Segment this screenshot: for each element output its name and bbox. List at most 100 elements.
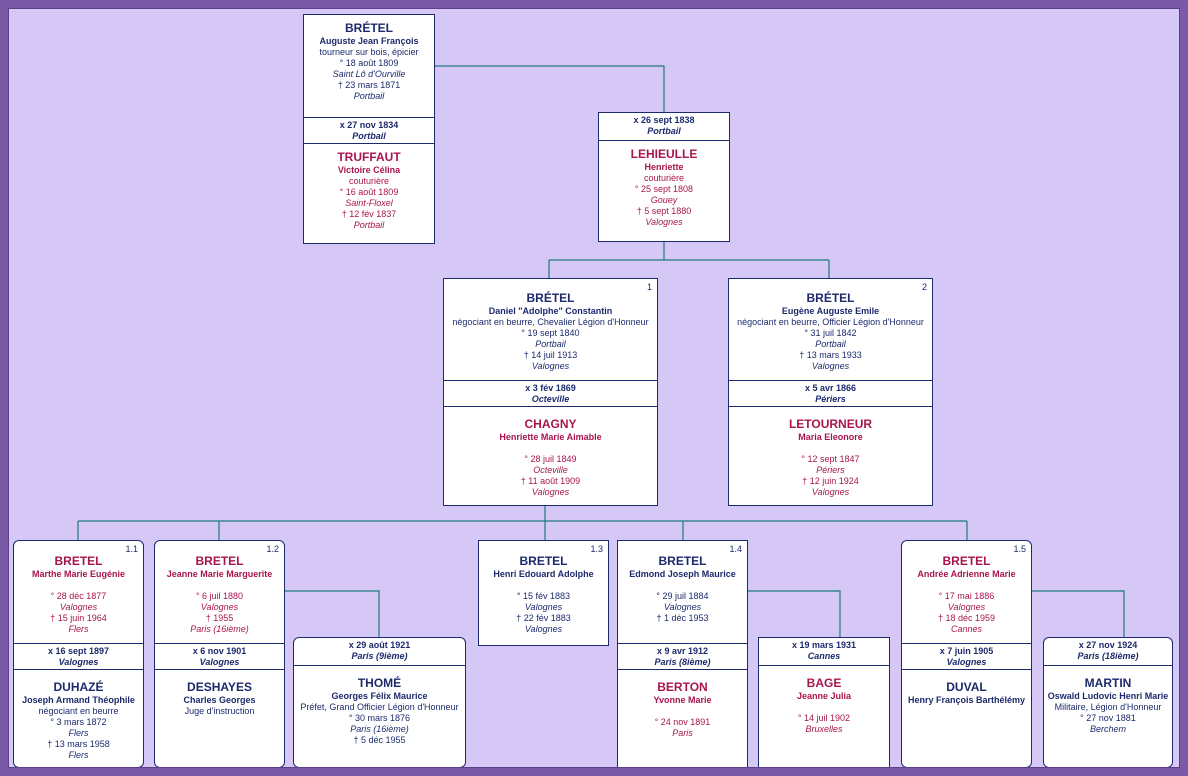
person-card-daniel-bretel[interactable]: 1 BRÉTEL Daniel "Adolphe" Constantin nég… — [443, 278, 658, 506]
surname: THOMÉ — [357, 676, 402, 690]
surname: BRETEL — [658, 554, 707, 568]
person-card-marthe-bretel[interactable]: 1.1 BRETEL Marthe Marie Eugénie ° 28 déc… — [13, 540, 144, 767]
given-names: Henri Edouard Adolphe — [493, 569, 594, 579]
marriage-info: x 19 mars 1931 Cannes — [759, 638, 889, 666]
person-card-bage[interactable]: x 19 mars 1931 Cannes BAGE Jeanne Julia … — [758, 637, 890, 767]
spouse-surname: TRUFFAUT — [337, 150, 401, 164]
death-date: † 5 sept 1880 — [636, 206, 692, 216]
generation-number: 1.3 — [590, 544, 603, 554]
marriage-info: x 29 août 1921 Paris (9ième) — [294, 638, 465, 666]
spouse-birth-date: ° 3 mars 1872 — [50, 717, 107, 727]
spouse-surname: CHAGNY — [524, 417, 577, 431]
surname: BRÉTEL — [806, 291, 855, 305]
spouse-birth-place: Octeville — [533, 465, 568, 475]
spouse-death-place: Flers — [68, 750, 89, 760]
birth-date: ° 30 mars 1876 — [348, 713, 411, 723]
marriage-date: x 26 sept 1838 — [633, 115, 695, 125]
surname: LEHIEULLE — [630, 147, 698, 161]
person-card-eugene-bretel[interactable]: 2 BRÉTEL Eugène Auguste Emile négociant … — [728, 278, 933, 506]
death-place: Flers — [68, 624, 89, 634]
death-date: † 1 déc 1953 — [656, 613, 709, 623]
death-place: Cannes — [950, 624, 983, 634]
person-card-andree-bretel[interactable]: 1.5 BRETEL Andrée Adrienne Marie ° 17 ma… — [901, 540, 1032, 767]
person-card-edmond-bretel[interactable]: 1.4 BRETEL Edmond Joseph Maurice ° 29 ju… — [617, 540, 748, 767]
surname: BRETEL — [519, 554, 568, 568]
birth-date: ° 15 fév 1883 — [516, 591, 571, 601]
given-names: Daniel "Adolphe" Constantin — [488, 306, 613, 316]
given-names: Oswald Ludovic Henri Marie — [1047, 691, 1169, 701]
birth-date: ° 31 juil 1842 — [804, 328, 857, 338]
death-place: Valognes — [811, 361, 850, 371]
death-place: Valognes — [645, 217, 683, 227]
marriage-date: x 27 nov 1924 — [1078, 640, 1138, 650]
birth-date: ° 14 juil 1902 — [797, 713, 851, 723]
marriage-info: x 27 nov 1834 Portbail — [304, 117, 434, 144]
spouse-surname: LETOURNEUR — [788, 417, 873, 431]
person-card-auguste-bretel[interactable]: BRÉTEL Auguste Jean François tourneur su… — [303, 14, 435, 244]
marriage-place: Octeville — [531, 394, 570, 404]
birth-date: ° 25 sept 1808 — [634, 184, 694, 194]
marriage-place: Portbail — [352, 131, 386, 141]
spouse-given-names: Henry François Barthélémy — [907, 695, 1026, 705]
spouse-birth-place: Périers — [816, 465, 845, 475]
birth-place: Gouey — [650, 195, 678, 205]
marriage-info: x 26 sept 1838 Portbail — [599, 113, 729, 141]
surname: MARTIN — [1084, 676, 1132, 690]
person-card-thome[interactable]: x 29 août 1921 Paris (9ième) THOMÉ Georg… — [293, 637, 466, 767]
marriage-info: x 16 sept 1897 Valognes — [14, 643, 143, 670]
spouse-birth-date: ° 24 nov 1891 — [654, 717, 711, 727]
marriage-info: x 6 nov 1901 Valognes — [155, 643, 284, 670]
occupation: négociant en beurre, Chevalier Légion d'… — [452, 317, 649, 327]
marriage-date: x 5 avr 1866 — [804, 383, 857, 393]
spouse-occupation: Juge d'instruction — [184, 706, 255, 716]
given-names: Jeanne Julia — [796, 691, 852, 701]
birth-place: Portbail — [815, 339, 846, 349]
birth-place: Saint Lô d'Ourville — [332, 69, 406, 79]
spouse-death-date: † 12 juin 1924 — [802, 476, 859, 486]
person-card-jeanne-bretel[interactable]: 1.2 BRETEL Jeanne Marie Marguerite ° 6 j… — [154, 540, 285, 767]
person-card-martin[interactable]: x 27 nov 1924 Paris (18ième) MARTIN Oswa… — [1043, 637, 1173, 767]
marriage-place: Valognes — [199, 657, 240, 667]
spouse-death-place: Portbail — [353, 220, 385, 230]
surname: BRÉTEL — [345, 21, 393, 35]
spouse-given-names: Yvonne Marie — [653, 695, 712, 705]
marriage-info: x 5 avr 1866 Périers — [729, 380, 932, 407]
death-date: † 1955 — [205, 613, 234, 623]
given-names: Eugène Auguste Emile — [781, 306, 880, 316]
birth-date: ° 6 juil 1880 — [195, 591, 244, 601]
generation-number: 1.2 — [266, 544, 279, 554]
generation-number: 1.4 — [729, 544, 742, 554]
occupation: négociant en beurre, Officier Légion d'H… — [737, 317, 924, 327]
spouse-occupation: couturière — [348, 176, 390, 186]
birth-place: Bruxelles — [805, 724, 843, 734]
person-card-henri-bretel[interactable]: 1.3 BRETEL Henri Edouard Adolphe ° 15 fé… — [478, 540, 609, 646]
spouse-birth-place: Saint-Floxel — [345, 198, 393, 208]
death-date: † 23 mars 1871 — [337, 80, 401, 90]
occupation: Préfet, Grand Officier Légion d'Honneur — [300, 702, 459, 712]
death-date: † 14 juil 1913 — [523, 350, 578, 360]
spouse-birth-place: Flers — [68, 728, 89, 738]
marriage-place: Portbail — [647, 126, 681, 136]
generation-number: 1 — [646, 282, 652, 292]
marriage-date: x 9 avr 1912 — [656, 646, 709, 656]
death-date: † 18 déc 1959 — [937, 613, 996, 623]
given-names: Jeanne Marie Marguerite — [166, 569, 273, 579]
death-place: Paris (16ième) — [190, 624, 249, 634]
given-names: Auguste Jean François — [319, 36, 419, 46]
spouse-death-place: Valognes — [531, 487, 570, 497]
birth-place: Paris (16ième) — [350, 724, 409, 734]
spouse-given-names: Victoire Célina — [337, 165, 401, 175]
death-date: † 5 déc 1955 — [353, 735, 406, 745]
given-names: Georges Félix Maurice — [331, 691, 428, 701]
spouse-birth-date: ° 16 août 1809 — [339, 187, 399, 197]
marriage-date: x 3 fév 1869 — [525, 383, 576, 393]
tree-connector-lines — [77, 65, 1125, 637]
marriage-info: x 3 fév 1869 Octeville — [444, 380, 657, 407]
marriage-place: Valognes — [946, 657, 987, 667]
birth-place: Valognes — [200, 602, 239, 612]
spouse-given-names: Joseph Armand Théophile — [22, 695, 135, 705]
generation-number: 1.5 — [1013, 544, 1026, 554]
connector-auguste-lehieulle — [435, 65, 665, 113]
spouse-birth-date: ° 12 sept 1847 — [801, 454, 860, 464]
person-card-lehieulle[interactable]: x 26 sept 1838 Portbail LEHIEULLE Henrie… — [598, 112, 730, 242]
